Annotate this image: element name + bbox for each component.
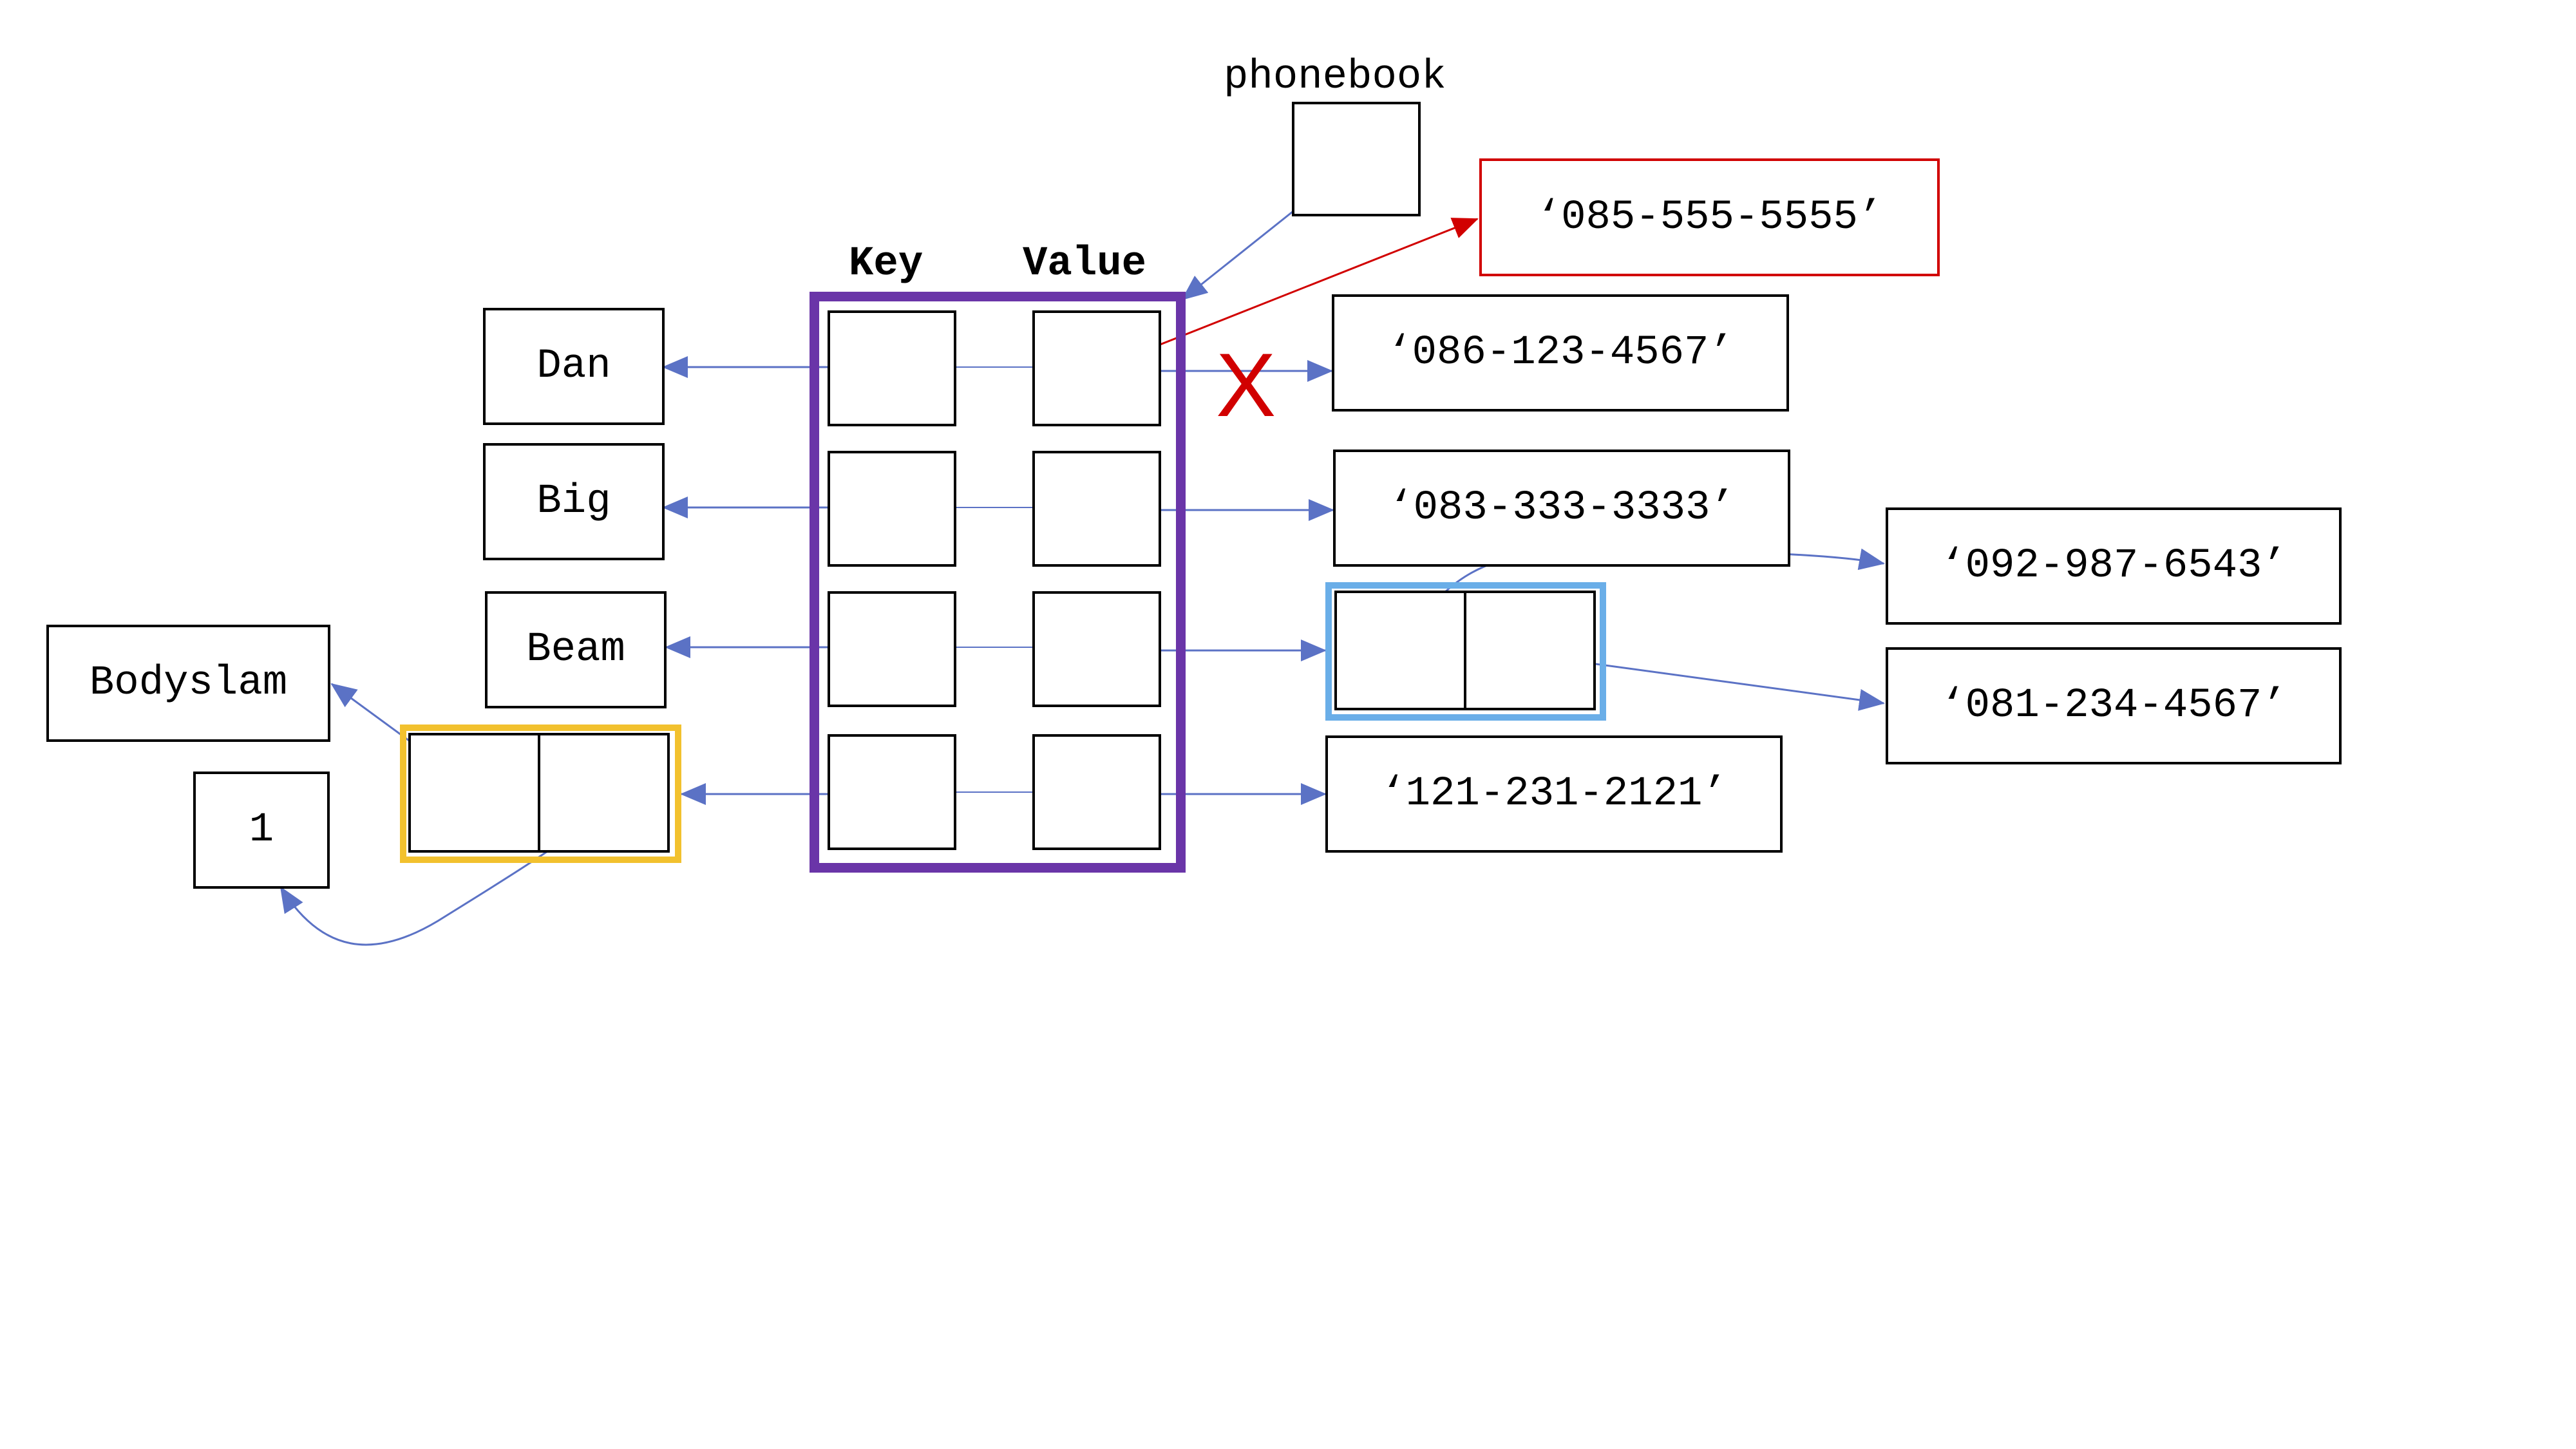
list-element-first: ‘092-987-6543’ — [1886, 507, 2342, 625]
value-new-dan: ‘085-555-5555’ — [1479, 158, 1940, 276]
list-element-second: ‘081-234-4567’ — [1886, 647, 2342, 764]
key-slot — [828, 451, 956, 567]
value-slot — [1032, 591, 1161, 707]
key-slot — [828, 591, 956, 707]
value-column-header: Value — [1023, 241, 1147, 287]
value-old-dan: ‘086-123-4567’ — [1332, 294, 1789, 412]
key-big: Big — [483, 443, 665, 560]
key-beam: Beam — [485, 591, 667, 708]
tuple-slot-second — [538, 733, 670, 853]
key-slot — [828, 734, 956, 850]
dictionary-frame — [810, 292, 1186, 873]
list-slot-first — [1334, 591, 1466, 710]
value-slot — [1032, 734, 1161, 850]
value-slot — [1032, 451, 1161, 567]
value-big: ‘083-333-3333’ — [1333, 450, 1790, 567]
tuple-element-bodyslam: Bodyslam — [46, 625, 330, 742]
phonebook-variable-label: phonebook — [1224, 54, 1446, 100]
phonebook-variable-box — [1292, 102, 1421, 216]
cross-mark: X — [1216, 334, 1276, 435]
tuple-element-1: 1 — [193, 772, 330, 889]
tuple-key-frame — [400, 724, 681, 863]
key-dan: Dan — [483, 308, 665, 425]
value-slot — [1032, 310, 1161, 426]
value-arrow-dan-new — [1103, 218, 1479, 368]
tuple-slot-first — [408, 733, 540, 853]
value-bodyslam: ‘121-231-2121’ — [1325, 735, 1783, 853]
list-value-frame — [1325, 582, 1606, 721]
key-slot — [828, 310, 956, 426]
list-slot-second — [1464, 591, 1596, 710]
key-column-header: Key — [849, 241, 923, 287]
